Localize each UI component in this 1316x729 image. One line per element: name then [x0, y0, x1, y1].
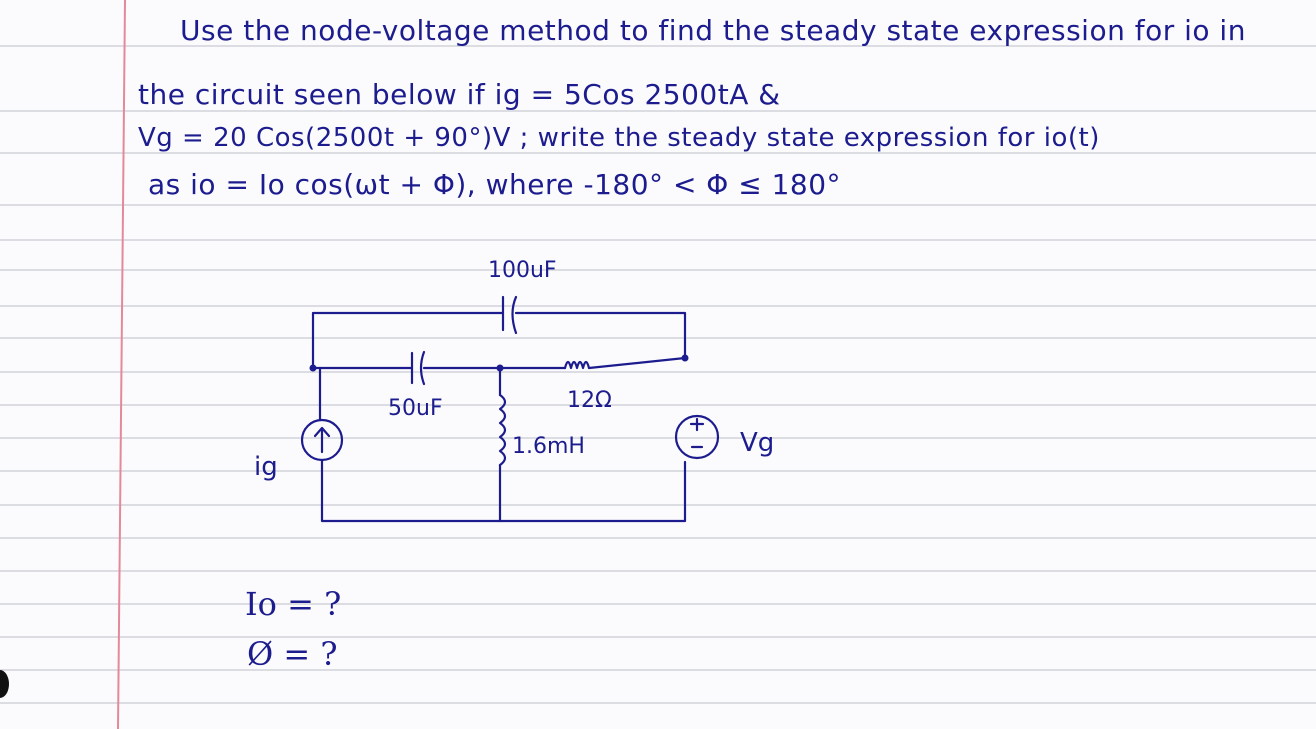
problem-line-4: as io = Io cos(ωt + Φ), where -180° < Φ … — [148, 168, 842, 201]
cap-mid-plate-2 — [419, 350, 426, 386]
voltage-source-label: Vg — [740, 428, 775, 458]
current-source-label: ig — [254, 452, 278, 482]
problem-line-2: the circuit seen below if ig = 5Cos 2500… — [138, 78, 781, 111]
resistor-label: 12Ω — [567, 388, 612, 413]
inductor-coil — [498, 393, 507, 467]
inductor-label: 1.6mH — [512, 434, 585, 459]
question-phi: Ø = ? — [247, 635, 338, 673]
node-dot-middle — [496, 364, 504, 372]
node-dot-right — [681, 354, 689, 362]
problem-line-3: Vg = 20 Cos(2500t + 90°)V ; write the st… — [138, 123, 1100, 153]
voltage-source-circle — [674, 414, 720, 460]
top-wire-left — [311, 311, 505, 370]
margin-line — [117, 0, 126, 729]
binding-hole — [0, 670, 9, 698]
resistor-zigzag — [563, 360, 591, 370]
current-source-arrow — [313, 426, 331, 454]
cap-top-plate-2 — [511, 295, 518, 335]
problem-line-1: Use the node-voltage method to find the … — [180, 14, 1246, 47]
question-io: Io = ? — [245, 585, 342, 623]
node-dot-left — [309, 364, 317, 372]
voltage-source-plus — [689, 417, 705, 432]
cap-50uf-label: 50uF — [388, 396, 443, 421]
top-wire-right — [514, 311, 687, 360]
cap-100uf-label: 100uF — [488, 258, 557, 283]
